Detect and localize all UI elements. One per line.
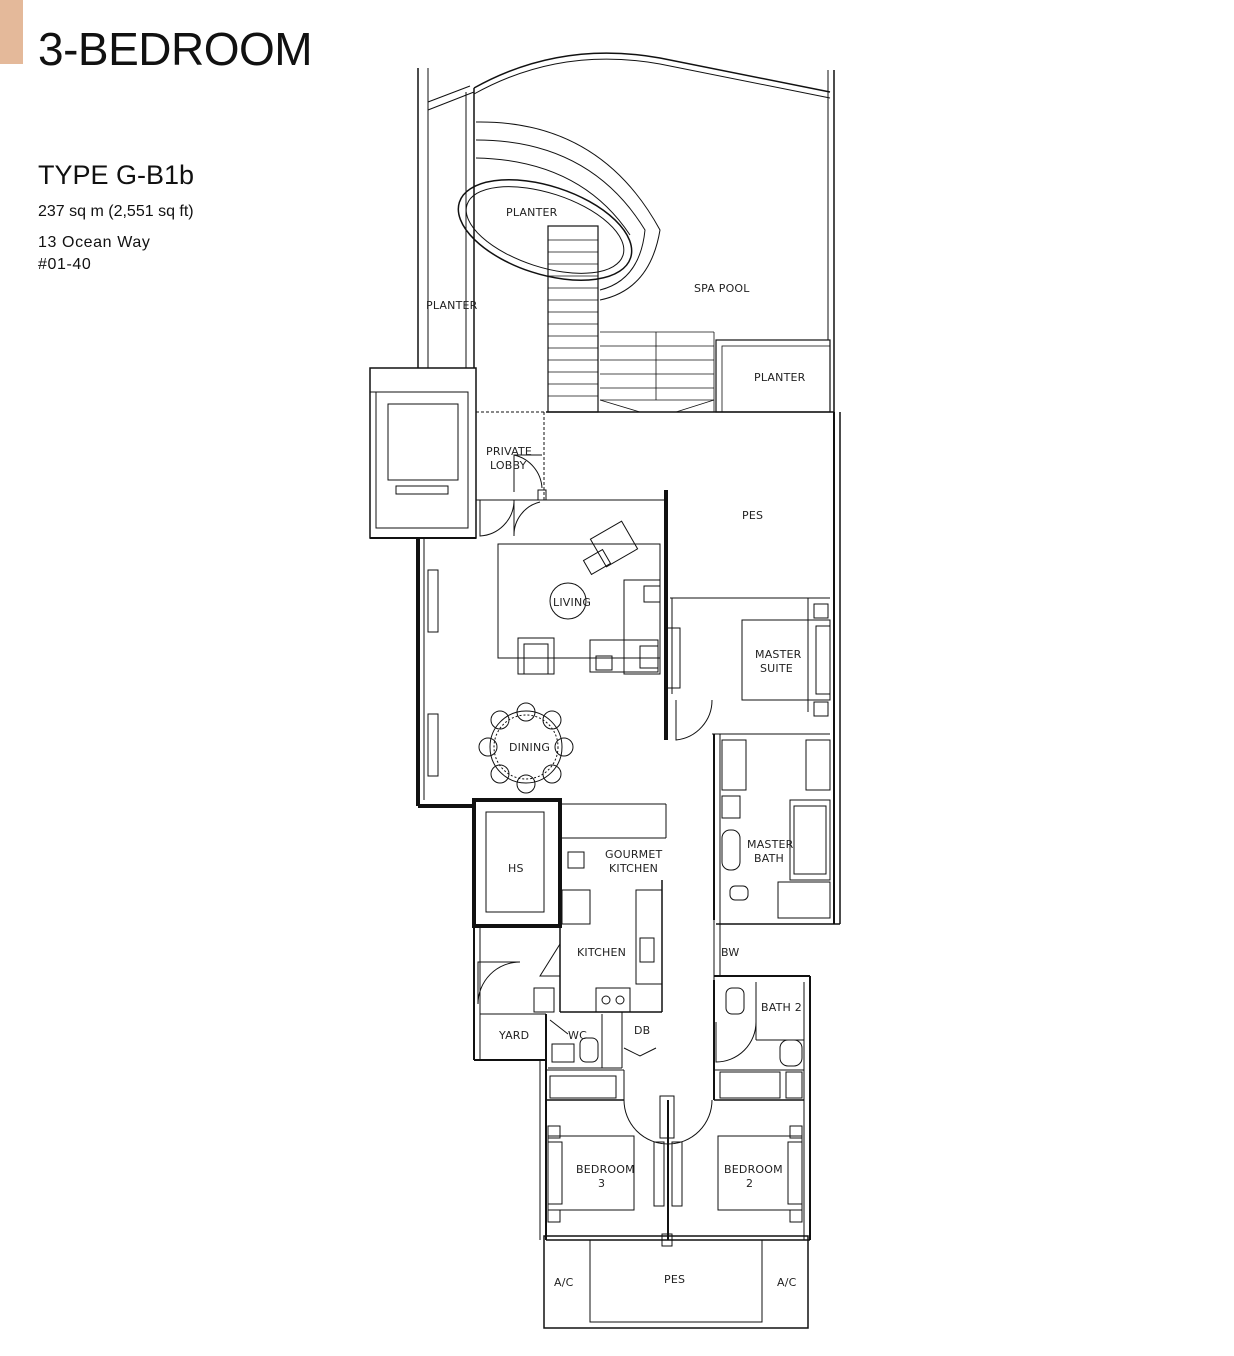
window-markers [427, 569, 681, 1247]
master-bath-fixtures [721, 795, 831, 919]
label-bedroom3-2: 3 [598, 1177, 605, 1190]
label-master-bath-1: MASTER [747, 838, 794, 851]
outdoor-deck [417, 52, 835, 413]
unit-number: #01-40 [38, 256, 92, 273]
label-planter-left: PLANTER [426, 299, 478, 312]
unit-type: TYPE G-B1b [38, 160, 195, 190]
exterior-walls [370, 411, 841, 1329]
label-master-suite-1: MASTER [755, 648, 802, 661]
label-hs: HS [508, 862, 524, 875]
lift-shaft [369, 367, 477, 539]
label-dining: DINING [509, 741, 550, 754]
label-db: DB [634, 1024, 650, 1037]
label-kitchen: KITCHEN [577, 946, 626, 959]
unit-address: 13 Ocean Way [38, 234, 151, 251]
label-bw: BW [721, 946, 739, 959]
bedroom-furniture [547, 1075, 803, 1223]
label-living: LIVING [553, 596, 591, 609]
label-ac-right: A/C [777, 1276, 797, 1289]
label-gourmet-kitchen-2: KITCHEN [609, 862, 658, 875]
kitchen-fixtures [533, 851, 663, 1063]
label-private-lobby-1: PRIVATE [486, 445, 532, 458]
master-suite-furniture [721, 603, 831, 791]
page-title: 3-BEDROOM [38, 23, 313, 75]
label-wc: WC [568, 1029, 587, 1042]
label-master-suite-2: SUITE [760, 662, 793, 675]
doors [477, 454, 757, 1145]
label-pes-top: PES [742, 509, 763, 522]
label-gourmet-kitchen-1: GOURMET [605, 848, 663, 861]
label-bedroom2-2: 2 [746, 1177, 753, 1190]
label-bedroom2-1: BEDROOM [724, 1163, 783, 1176]
label-planter-top: PLANTER [506, 206, 558, 219]
bath2-fixtures [719, 987, 803, 1099]
label-master-bath-2: BATH [754, 852, 784, 865]
label-bedroom3-1: BEDROOM [576, 1163, 635, 1176]
dining-furniture [478, 702, 574, 794]
label-pes-bottom: PES [664, 1273, 685, 1286]
unit-area: 237 sq m (2,551 sq ft) [38, 203, 194, 220]
label-bath2: BATH 2 [761, 1001, 802, 1014]
title-accent-bar [0, 0, 23, 64]
room-labels: PLANTER PLANTER SPA POOL PLANTER PRIVATE… [426, 206, 806, 1289]
label-ac-left: A/C [554, 1276, 574, 1289]
label-private-lobby-2: LOBBY [490, 459, 527, 472]
label-planter-right: PLANTER [754, 371, 806, 384]
label-spa-pool: SPA POOL [694, 282, 750, 295]
living-furniture [497, 520, 661, 675]
label-yard: YARD [498, 1029, 529, 1042]
